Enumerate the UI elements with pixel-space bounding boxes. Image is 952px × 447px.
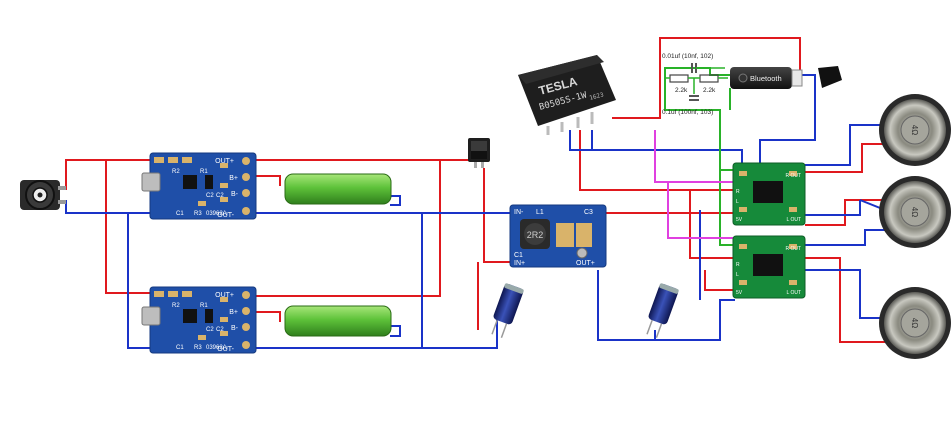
amplifier-module-bottom: R OUT L OUT R L 5V [732, 235, 806, 299]
label-r3: R3 [194, 345, 202, 351]
label-r3: R3 [194, 211, 202, 217]
label-code: 03962A [206, 345, 227, 351]
label-in-minus: IN- [514, 209, 524, 216]
dcdc-converter: TESLA B0505S-1W 1623 [518, 55, 616, 135]
cap-bottom-label: 0.1uf (100nf, 103) [662, 109, 713, 116]
label-in-plus: IN+ [514, 260, 525, 267]
charger-module-bottom: OUT+ B+ B- OUT- R2 R1 C2 C2 C1 R3 03962A [141, 286, 257, 354]
speaker-impedance: 4Ω [910, 207, 919, 217]
power-switch [468, 138, 490, 168]
label-c2b: C2 [216, 193, 224, 199]
res-right-label: 2.2k [703, 87, 716, 94]
label-l-out: L OUT [786, 290, 801, 296]
chip [183, 309, 197, 323]
bluetooth-label: Bluetooth [750, 74, 782, 83]
label-out-plus: OUT+ [215, 292, 234, 299]
label-vcc: 5V [736, 217, 743, 223]
label-vcc: 5V [736, 290, 743, 296]
chip [183, 175, 197, 189]
label-c3: C3 [584, 209, 593, 216]
label-r2: R2 [172, 303, 180, 309]
label-c2a: C2 [206, 193, 214, 199]
amp-chip [753, 254, 783, 276]
inductor-label: 2R2 [527, 230, 544, 240]
dongle-cap [818, 66, 842, 88]
amplifier-module-top: R OUT L OUT R L 5V [732, 162, 806, 226]
green-wires [664, 67, 735, 246]
label-c1: C1 [176, 345, 184, 351]
label-r1: R1 [200, 169, 208, 175]
label-r-out: R OUT [785, 173, 801, 179]
speaker-top: 4Ω [879, 94, 951, 166]
label-out-plus: OUT+ [576, 260, 595, 267]
label-l-out: L OUT [786, 217, 801, 223]
bluetooth-dongle: Bluetooth [730, 66, 842, 89]
boost-converter-module: 2R2 IN- L1 C3 C1 IN+ OUT+ [509, 204, 607, 268]
label-r-in: R [736, 189, 740, 195]
bluetooth-icon [738, 73, 748, 83]
capacitor-right [646, 283, 679, 338]
res-left-label: 2.2k [675, 87, 688, 94]
label-out-minus: OUT- [217, 346, 234, 353]
speaker-middle: 4Ω [879, 176, 951, 248]
label-l-in: L [736, 199, 739, 205]
resistor-right [699, 74, 719, 83]
label-l-in: L [736, 272, 739, 278]
label-c2b: C2 [216, 327, 224, 333]
label-code: 03962A [206, 211, 227, 217]
label-out-minus: OUT- [217, 212, 234, 219]
label-l1: L1 [536, 209, 544, 216]
speaker-bottom: 4Ω [879, 287, 951, 359]
battery-bottom [284, 305, 392, 337]
micro-usb-port [141, 172, 161, 192]
label-r2: R2 [172, 169, 180, 175]
cap-top-label: 0.01uf (10nf, 102) [662, 53, 713, 60]
speaker-impedance: 4Ω [910, 125, 919, 135]
resistor-left [669, 74, 689, 83]
rc-filter-network: 0.01uf (10nf, 102) 2.2k 2.2k 0.1uf (100n… [662, 53, 728, 116]
label-b-minus: B- [231, 325, 239, 332]
label-b-plus: B+ [229, 175, 238, 182]
dc-power-jack [20, 180, 66, 210]
speaker-impedance: 4Ω [910, 318, 919, 328]
label-c1: C1 [514, 252, 523, 259]
battery-top [284, 173, 392, 205]
label-c1: C1 [176, 211, 184, 217]
label-b-plus: B+ [229, 309, 238, 316]
charger-module-top: OUT+ B+ B- OUT- R2 R1 C2 C2 C1 R3 03962A [141, 152, 257, 220]
label-out-plus: OUT+ [215, 158, 234, 165]
label-b-minus: B- [231, 191, 239, 198]
magenta-wires [654, 130, 735, 239]
label-r-out: R OUT [785, 246, 801, 252]
label-r1: R1 [200, 303, 208, 309]
capacitor-left [491, 283, 524, 338]
micro-usb-port [141, 306, 161, 326]
dcdc-date: 1623 [589, 91, 605, 102]
amp-chip [753, 181, 783, 203]
label-c2a: C2 [206, 327, 214, 333]
label-r-in: R [736, 262, 740, 268]
